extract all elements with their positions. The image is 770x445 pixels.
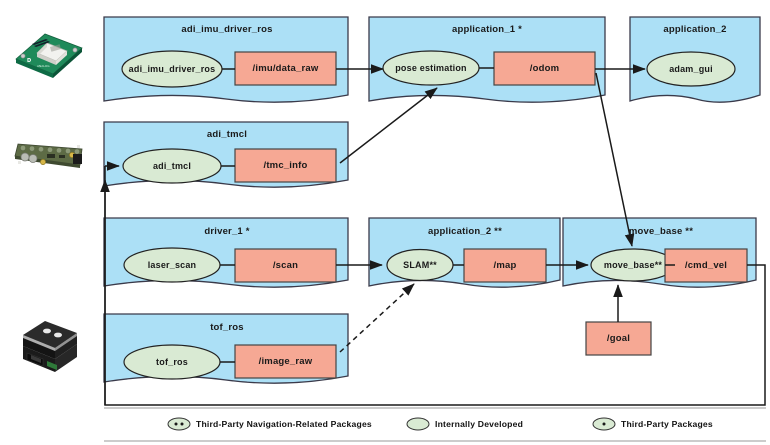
package-title-adi_imu_driver_ros: adi_imu_driver_ros bbox=[181, 24, 273, 35]
topic-rect-cmd-vel bbox=[664, 248, 748, 283]
topic-rect-imu-data-raw bbox=[234, 51, 337, 86]
svg-text:D: D bbox=[27, 58, 31, 64]
node-label-slam: SLAM** bbox=[403, 260, 437, 270]
package-title-application_1: application_1 * bbox=[451, 24, 523, 35]
node-label-adi_imu_driver_ros: adi_imu_driver_ros bbox=[128, 64, 216, 74]
topic-rect-goal bbox=[585, 321, 652, 356]
imu-board-image: D ANALOG bbox=[6, 16, 92, 90]
node-label-tof_ros: tof_ros bbox=[156, 357, 188, 367]
legend-glyph-third-party-nav bbox=[167, 417, 191, 431]
package-title-application_2-slam: application_2 ** bbox=[428, 226, 502, 237]
legend-label-third-party-nav: Third-Party Navigation-Related Packages bbox=[196, 419, 372, 429]
topic-label-tmc-info: /tmc_info bbox=[263, 160, 308, 171]
topic-rect-tmc-info bbox=[234, 148, 337, 183]
arrow-odom-to-movebase bbox=[595, 72, 635, 247]
package-title-driver_1: driver_1 * bbox=[204, 226, 250, 237]
topic-label-image-raw: /image_raw bbox=[258, 356, 313, 367]
node-label-adam_gui: adam_gui bbox=[669, 64, 713, 74]
topic-label-goal: /goal bbox=[606, 333, 631, 344]
topic-label-odom: /odom bbox=[529, 63, 560, 74]
legend-glyph-internally-developed bbox=[406, 417, 430, 431]
node-ellipse-adam_gui bbox=[646, 51, 736, 87]
node-label-move_base: move_base** bbox=[603, 260, 663, 270]
topic-label-map: /map bbox=[493, 260, 517, 271]
topic-label-imu-data-raw: /imu/data_raw bbox=[252, 63, 319, 74]
arrow-imageraw-to-slam bbox=[339, 283, 415, 353]
legend-label-third-party: Third-Party Packages bbox=[621, 419, 713, 429]
topic-label-scan: /scan bbox=[272, 260, 299, 271]
topic-rect-odom bbox=[493, 51, 596, 86]
legend-label-internally-developed: Internally Developed bbox=[435, 419, 524, 429]
package-title-application_2: application_2 bbox=[663, 24, 727, 35]
topic-label-cmd-vel: /cmd_vel bbox=[684, 260, 728, 271]
package-title-move_base: move_base ** bbox=[628, 226, 694, 237]
node-label-adi_tmcl: adi_tmcl bbox=[152, 161, 192, 171]
arrow-tmcinfo-to-pose bbox=[339, 87, 438, 164]
node-label-pose-estimation: pose estimation bbox=[395, 63, 467, 73]
motor-driver-board-image bbox=[6, 128, 92, 186]
tof-camera-image bbox=[6, 300, 92, 386]
svg-text:ANALOG: ANALOG bbox=[37, 64, 50, 68]
node-label-laser_scan: laser_scan bbox=[147, 260, 197, 270]
package-title-tof_ros: tof_ros bbox=[210, 322, 244, 333]
package-title-adi_tmcl: adi_tmcl bbox=[206, 129, 248, 140]
